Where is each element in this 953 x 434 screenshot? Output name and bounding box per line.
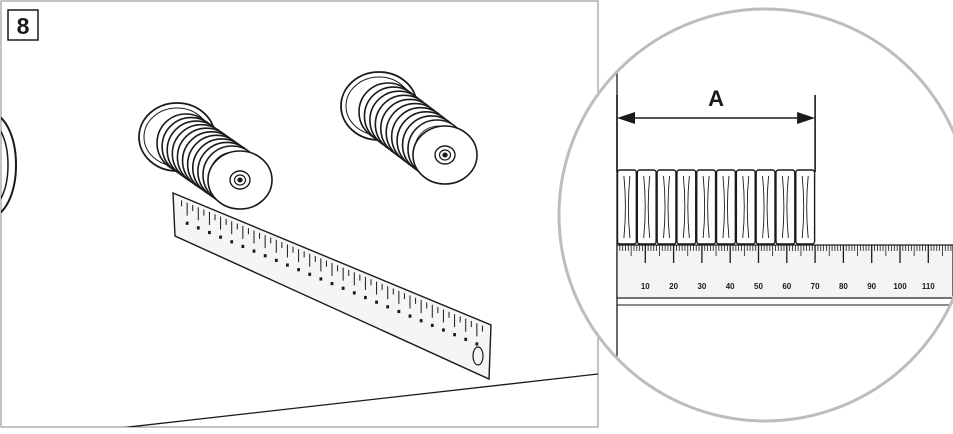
tape-number-mark	[341, 286, 345, 290]
ring-groove	[806, 175, 809, 239]
ruler-label: 20	[669, 282, 678, 291]
tape-number-mark	[375, 300, 378, 304]
tape-number-mark	[386, 305, 390, 309]
wall-floor-edge	[123, 373, 598, 427]
ring-groove	[643, 175, 646, 239]
tape-number-mark	[352, 291, 356, 295]
ring	[636, 169, 657, 245]
tape-number-mark	[397, 309, 401, 314]
ring-groove	[746, 175, 750, 239]
tape-measure	[172, 191, 492, 381]
ruler-label: 10	[641, 282, 650, 291]
step-number: 8	[17, 13, 30, 39]
magnified-detail: 10 20 30 40 50 60 70 80 90 100 110 A	[557, 7, 953, 423]
tape-number-mark	[430, 323, 434, 327]
ruler-label: 60	[782, 282, 791, 291]
ruler-label: 70	[811, 282, 820, 291]
ring	[795, 169, 816, 245]
ring	[616, 169, 638, 245]
ring-groove	[647, 175, 651, 239]
tape-number-mark	[185, 221, 189, 225]
magnifier-ring	[557, 7, 953, 423]
tape-number-mark	[297, 268, 300, 272]
detail-ruler	[616, 244, 953, 299]
ruler-label: 110	[922, 282, 935, 291]
tape-number-mark	[286, 263, 289, 267]
tape-number-mark	[475, 342, 479, 346]
ruler-label: 30	[697, 282, 706, 291]
panel-frame	[0, 0, 599, 428]
tape-number-mark	[219, 235, 222, 239]
tape-number-mark	[330, 282, 334, 286]
ring-groove	[722, 175, 725, 239]
ring	[676, 169, 697, 245]
tape-number-mark	[464, 337, 468, 341]
ring-groove	[762, 175, 765, 239]
step-number-badge: 8	[7, 9, 39, 41]
dimension-a	[616, 95, 816, 172]
tape-number-mark	[208, 230, 211, 235]
detail-ruler-ticks	[619, 245, 952, 263]
detail-rings	[616, 169, 816, 245]
tape-number-mark	[319, 277, 323, 281]
ring-groove	[627, 175, 631, 239]
dimension-label: A	[708, 86, 724, 111]
ring	[715, 169, 737, 245]
tape-number-mark	[274, 258, 278, 262]
ring-groove	[742, 175, 745, 239]
detail-ruler-labels: 10 20 30 40 50 60 70 80 90 100 110	[641, 282, 935, 291]
tape-number-mark	[252, 249, 256, 253]
ring-groove	[663, 175, 666, 239]
tape-number-mark	[364, 295, 367, 300]
partial-fitting	[1, 116, 17, 214]
tape-number-mark	[230, 240, 234, 244]
ruler-label: 100	[893, 282, 907, 291]
ring-groove	[667, 175, 670, 239]
ring-groove	[801, 175, 805, 239]
ruler-label: 80	[839, 282, 848, 291]
ring-groove	[727, 175, 730, 239]
tape-number-mark	[196, 226, 200, 230]
ring-groove	[682, 175, 686, 239]
ruler-label: 40	[726, 282, 735, 291]
tape-number-mark	[453, 333, 456, 337]
ring-groove	[766, 175, 770, 239]
fitting-with-ruler	[138, 102, 273, 210]
tape-number-mark	[263, 254, 267, 258]
ring	[656, 169, 677, 245]
ring	[775, 169, 796, 245]
ring	[696, 169, 717, 245]
tape-number-mark	[419, 319, 423, 323]
ring-groove	[786, 175, 789, 239]
ring-groove	[781, 175, 785, 239]
tape-number-mark	[308, 272, 312, 276]
tape-number-mark	[408, 314, 412, 318]
fitting-right	[340, 71, 478, 185]
ring	[755, 169, 776, 245]
ring-groove	[623, 175, 626, 239]
ruler-label: 50	[754, 282, 763, 291]
ruler-label: 90	[867, 282, 876, 291]
ring-groove	[687, 175, 690, 239]
ring	[735, 169, 756, 245]
tape-number-mark	[442, 328, 445, 332]
left-panel: 8	[0, 0, 599, 428]
ring-groove	[702, 175, 706, 239]
ring-groove	[707, 175, 710, 239]
tape-number-mark	[241, 244, 245, 249]
